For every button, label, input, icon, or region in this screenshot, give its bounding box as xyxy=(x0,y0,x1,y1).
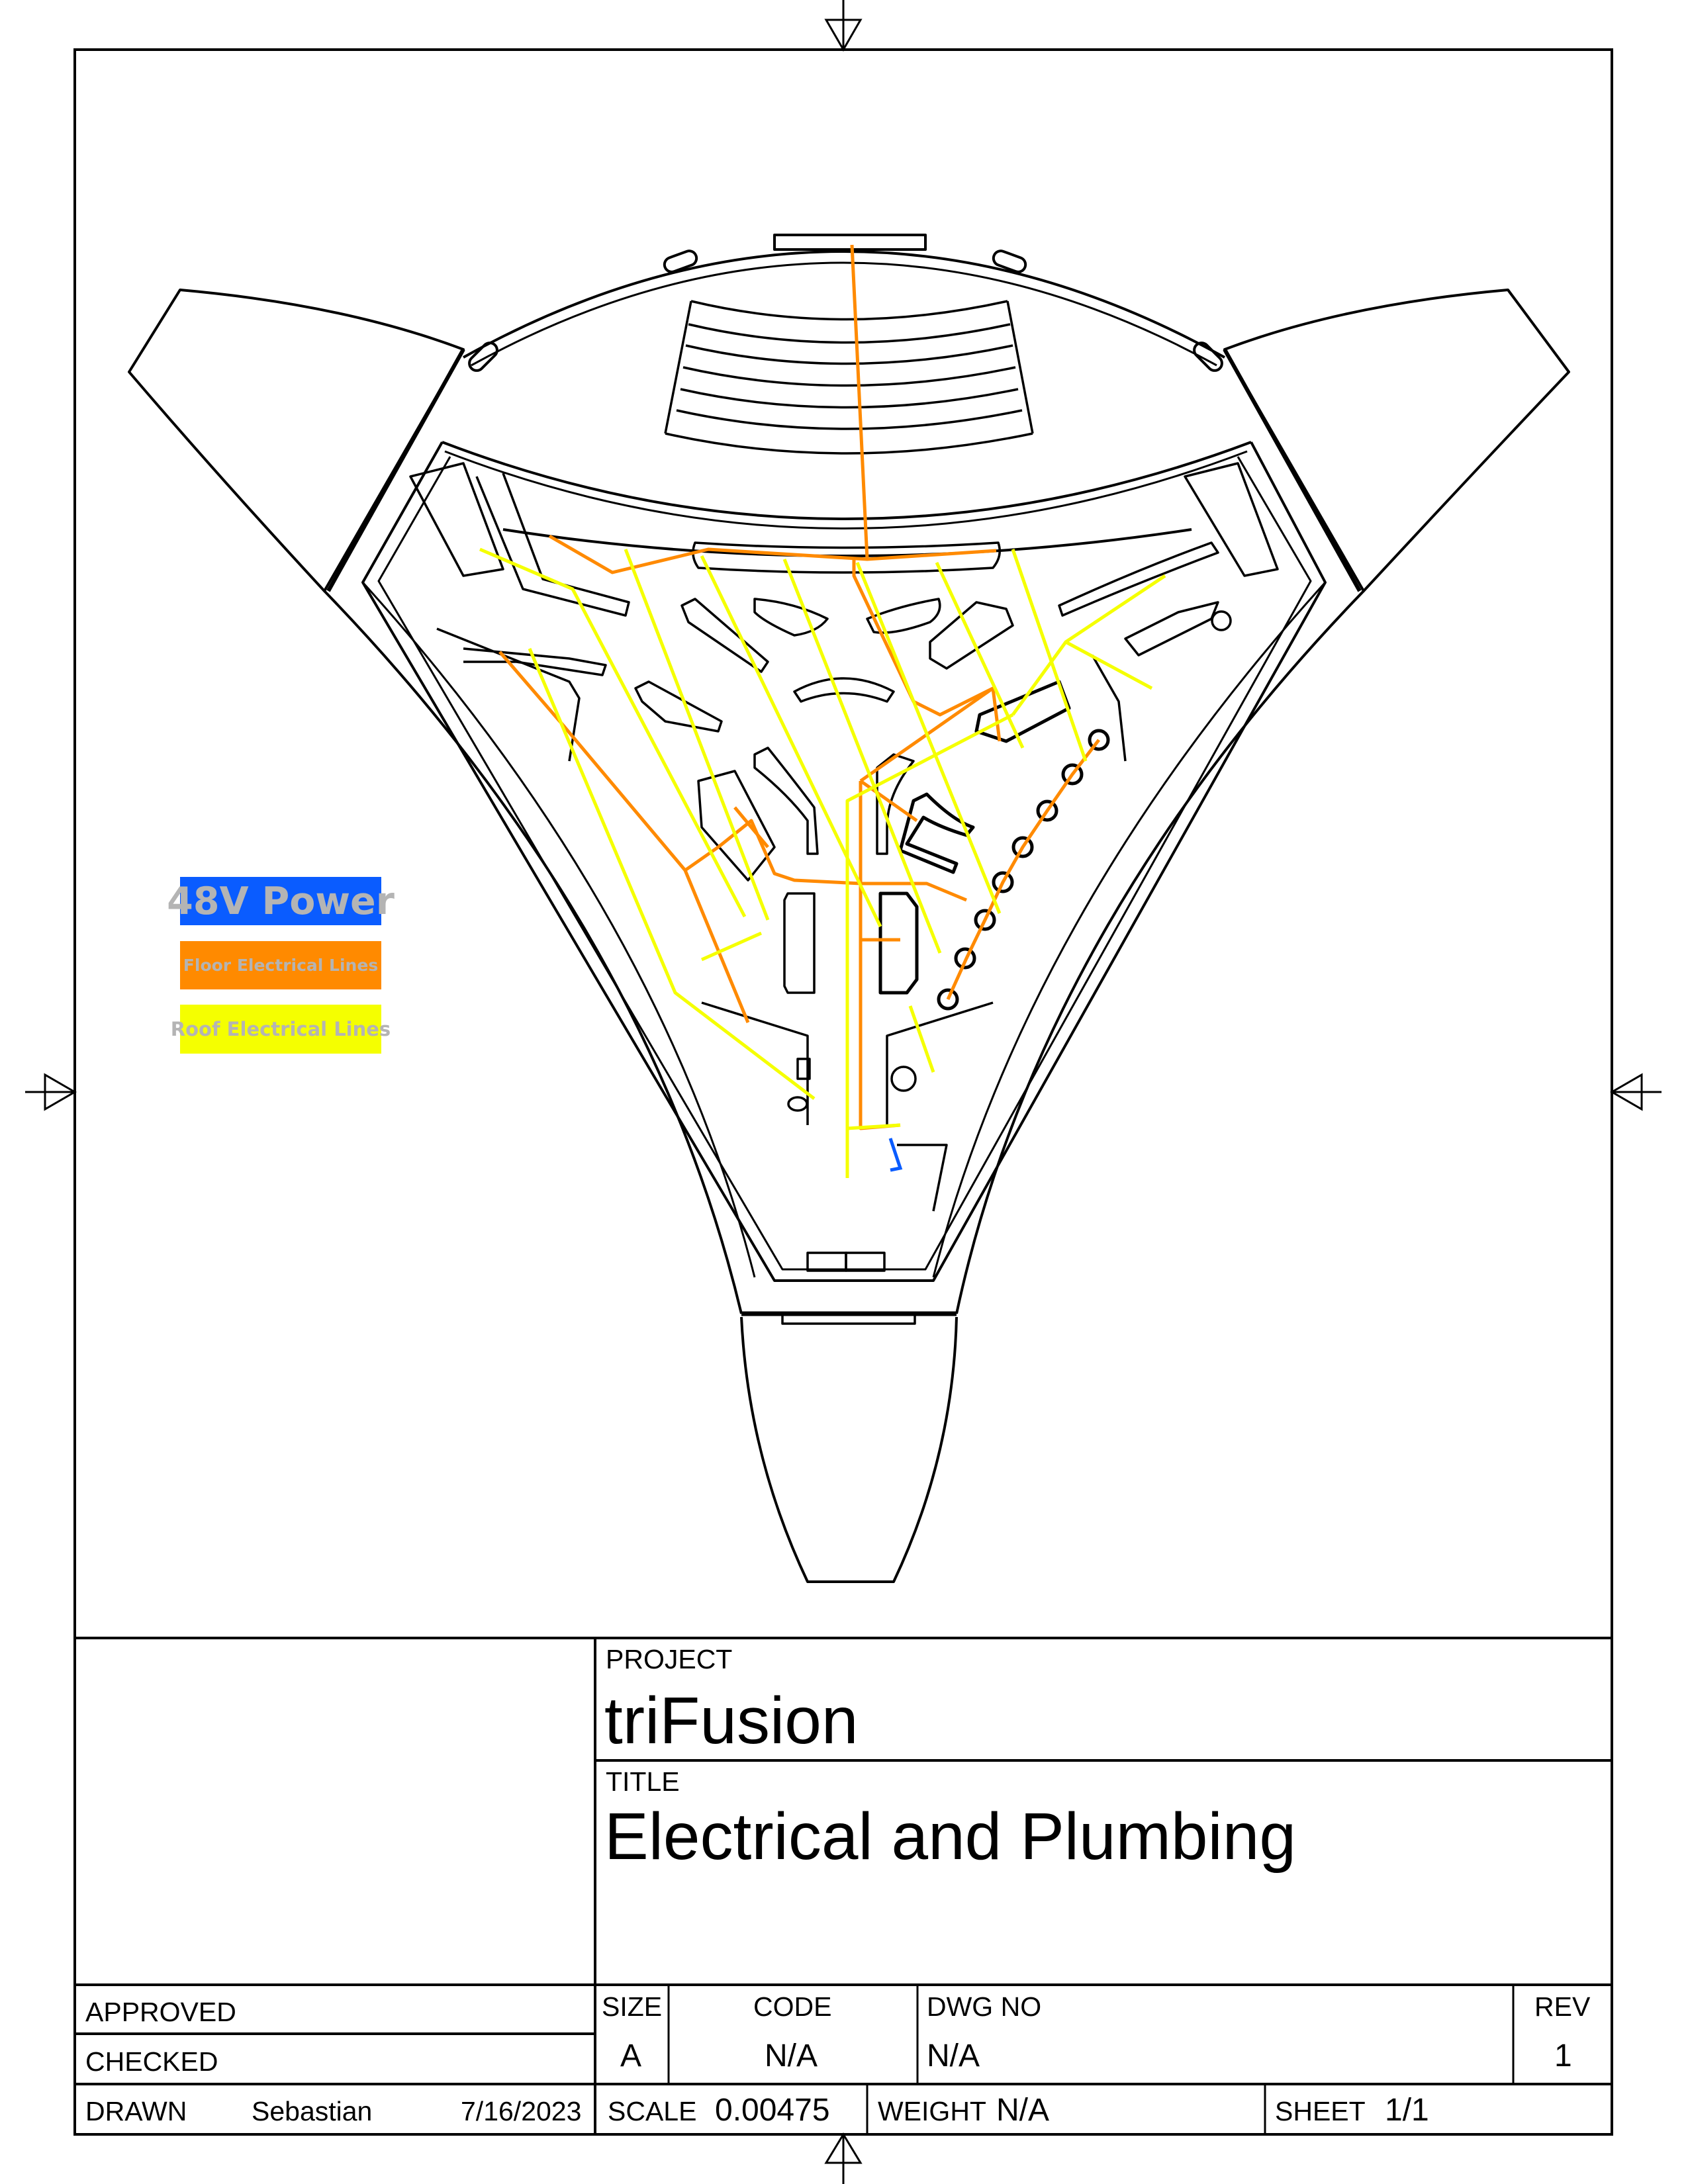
right-wing xyxy=(1223,289,1570,592)
size-label: SIZE xyxy=(602,1991,663,2022)
weight-value: N/A xyxy=(996,2093,1050,2128)
legend-48v-power: 48V Power xyxy=(167,877,395,925)
legend-roof-electrical-label: Roof Electrical Lines xyxy=(170,1018,391,1040)
scale-value: 0.00475 xyxy=(715,2093,830,2128)
dwg-no-value: N/A xyxy=(927,2038,980,2073)
vessel-floor-plan xyxy=(128,234,1570,1583)
size-value: A xyxy=(620,2038,642,2073)
sheet-value: 1/1 xyxy=(1385,2093,1429,2128)
rev-value: 1 xyxy=(1554,2038,1572,2073)
code-value: N/A xyxy=(765,2038,818,2073)
power-48v-line xyxy=(888,1138,903,1172)
approved-label: APPROVED xyxy=(85,1997,236,2027)
scale-label: SCALE xyxy=(608,2096,697,2126)
dome-light-icon xyxy=(468,250,1223,372)
drawn-label: DRAWN xyxy=(85,2096,187,2126)
sheet-label: SHEET xyxy=(1275,2096,1366,2126)
center-mark-top-icon xyxy=(824,0,863,52)
dwg-no-label: DWG NO xyxy=(927,1991,1042,2022)
weight-label: WEIGHT xyxy=(878,2096,986,2126)
interior-fixtures xyxy=(409,462,1279,1325)
title-label: TITLE xyxy=(606,1766,680,1797)
legend-floor-electrical: Floor Electrical Lines xyxy=(180,941,381,989)
legend-roof-electrical: Roof Electrical Lines xyxy=(171,1005,391,1054)
legend-floor-electrical-label: Floor Electrical Lines xyxy=(183,956,379,975)
project-label: PROJECT xyxy=(606,1644,733,1674)
seating-rows xyxy=(664,300,1034,455)
drawn-by: Sebastian xyxy=(252,2096,373,2126)
center-mark-left-icon xyxy=(25,1073,77,1111)
checked-label: CHECKED xyxy=(85,2046,218,2077)
title-value: Electrical and Plumbing xyxy=(604,1799,1296,1874)
legend-48v-power-label: 48V Power xyxy=(167,879,395,923)
porthole-circles xyxy=(937,729,1110,1011)
drawn-date: 7/16/2023 xyxy=(461,2096,582,2126)
roof-electrical-lines xyxy=(479,547,1166,1178)
aft-nose-pod xyxy=(740,1316,958,1583)
center-mark-right-icon xyxy=(1610,1073,1662,1111)
floor-electrical-lines xyxy=(498,244,1100,1130)
left-wing xyxy=(128,289,465,592)
project-value: triFusion xyxy=(604,1684,859,1758)
rev-label: REV xyxy=(1534,1991,1591,2022)
center-mark-bottom-icon xyxy=(824,2132,863,2184)
title-block-grid xyxy=(75,1637,1612,2134)
code-label: CODE xyxy=(753,1991,832,2022)
